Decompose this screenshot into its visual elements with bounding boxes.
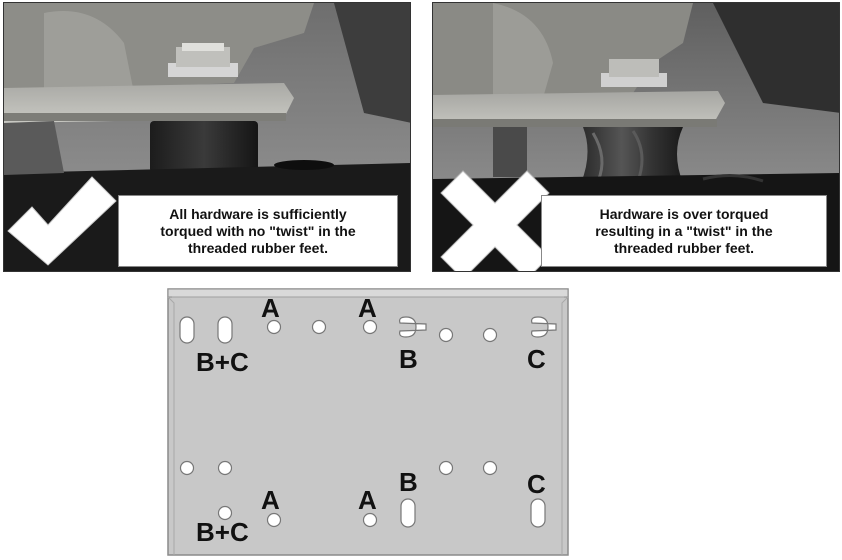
slot-hole <box>400 498 416 528</box>
round-hole <box>311 319 327 335</box>
label-b-plus-c: B+C <box>196 347 249 377</box>
round-hole <box>438 460 454 476</box>
label-a: A <box>358 293 377 323</box>
caption-line: resulting in a "twist" in the <box>595 222 773 239</box>
slot-hole <box>530 498 546 528</box>
caption-line: threaded rubber feet. <box>613 239 755 256</box>
correct-torque-caption: All hardware is sufficiently torqued wit… <box>118 195 398 267</box>
caption-line: threaded rubber feet. <box>187 239 328 256</box>
round-hole <box>217 505 233 521</box>
caption-line: Hardware is over torqued <box>599 205 769 222</box>
slot-hole <box>179 316 195 344</box>
round-hole <box>179 460 195 476</box>
slot-hole <box>217 316 233 344</box>
round-hole <box>362 512 378 528</box>
correct-torque-photo: All hardware is sufficiently torqued wit… <box>3 2 411 272</box>
keyhole <box>399 316 427 338</box>
label-b: B <box>399 467 418 497</box>
caption-line: torqued with no "twist" in the <box>160 222 356 239</box>
caption-line: All hardware is sufficiently <box>169 205 347 222</box>
label-c: C <box>527 469 546 499</box>
round-hole <box>217 460 233 476</box>
round-hole <box>362 319 378 335</box>
round-hole <box>266 512 282 528</box>
over-torqued-caption: Hardware is over torqued resulting in a … <box>541 195 827 267</box>
label-a: A <box>261 485 280 515</box>
keyhole <box>531 316 557 338</box>
round-hole <box>266 319 282 335</box>
label-b-plus-c: B+C <box>196 517 249 547</box>
label-c: C <box>527 344 546 374</box>
mounting-plate-drawing <box>167 288 569 556</box>
checkmark-icon <box>7 176 117 266</box>
over-torqued-photo: Hardware is over torqued resulting in a … <box>432 2 840 272</box>
round-hole <box>482 327 498 343</box>
round-hole <box>438 327 454 343</box>
label-a: A <box>358 485 377 515</box>
label-b: B <box>399 344 418 374</box>
mounting-plate-diagram: A A B+C B C A A B+C B C <box>160 283 576 559</box>
label-a: A <box>261 293 280 323</box>
round-hole <box>482 460 498 476</box>
